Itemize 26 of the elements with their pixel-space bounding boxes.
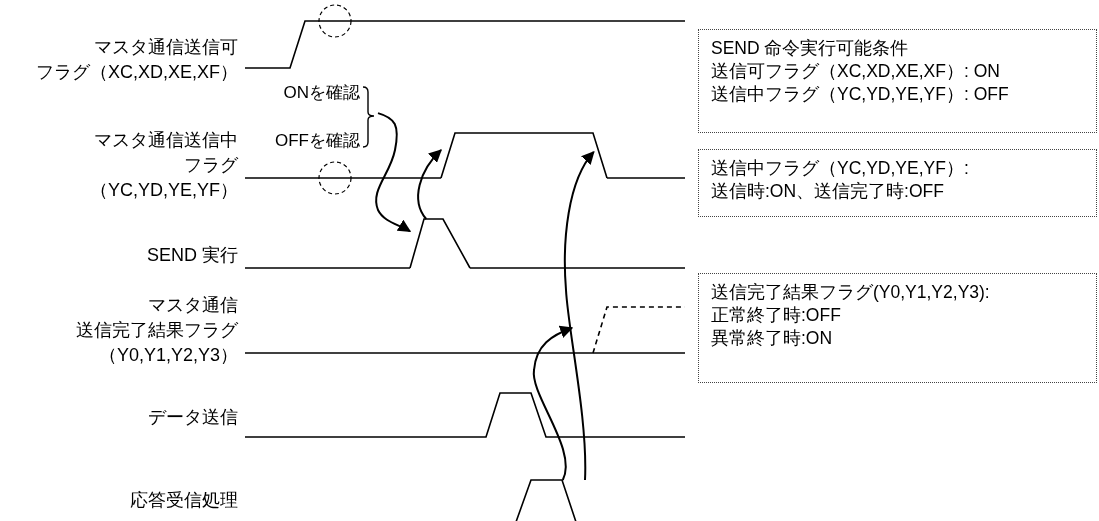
arrow [375, 112, 412, 233]
signal-label: マスタ通信送信可フラグ（XC,XD,XE,XF） [35, 36, 238, 84]
signal-label: マスタ通信送信完了結果フラグ（Y0,Y1,Y2,Y3） [76, 294, 238, 367]
note-text: 送信中フラグ（YC,YD,YE,YF）: OFF [711, 83, 1010, 106]
note-text: 正常終了時:OFF [711, 304, 842, 327]
note-box [698, 273, 1097, 383]
arrow [563, 150, 595, 481]
signal-label: データ送信 [148, 406, 238, 429]
annotation-text: OFFを確認 [275, 131, 360, 151]
note-box [698, 29, 1097, 133]
pulse-waveform [441, 133, 607, 178]
annotation-text: ONを確認 [283, 83, 360, 103]
note-text: 送信時:ON、送信完了時:OFF [711, 180, 945, 203]
note-text: 送信可フラグ（XC,XD,XE,XF）: ON [711, 60, 1001, 83]
arrow [533, 325, 574, 481]
pulse-waveform [410, 219, 470, 268]
arrow [417, 149, 442, 220]
note-box [698, 149, 1097, 217]
signal-label: SEND 実行 [147, 244, 238, 267]
note-text: 異常終了時:ON [711, 327, 834, 350]
note-text: 送信完了結果フラグ(Y0,Y1,Y2,Y3): [711, 281, 991, 304]
note-text: SEND 命令実行可能条件 [711, 37, 910, 60]
signal-label: 応答受信処理 [130, 489, 238, 512]
pulse-waveform [516, 480, 576, 521]
note-text: 送信中フラグ（YC,YD,YE,YF）: [711, 157, 970, 180]
signal-label: マスタ通信送信中フラグ（YC,YD,YE,YF） [89, 129, 238, 202]
